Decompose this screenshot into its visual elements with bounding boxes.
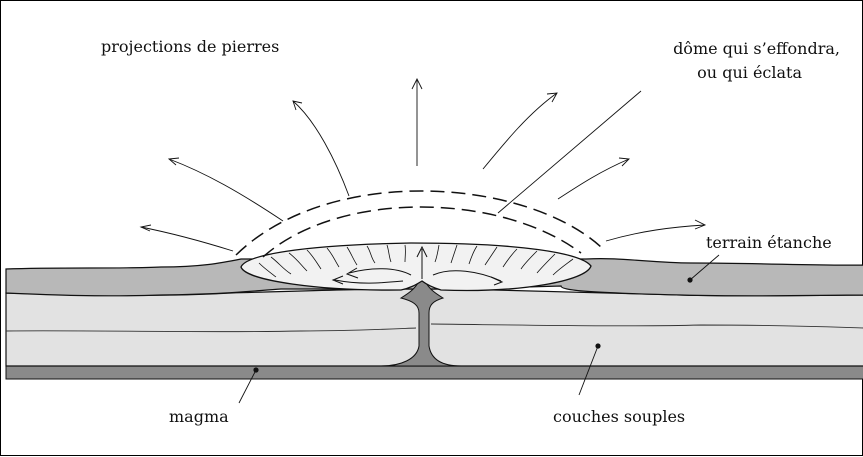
label-stone-projections: projections de pierres <box>101 37 279 57</box>
magma-chamber <box>241 243 591 290</box>
label-dome-line-2: ou qui éclata <box>697 63 802 83</box>
dome-leader-line <box>498 91 641 213</box>
label-soft-layers: couches souples <box>553 407 685 427</box>
magma-layer <box>6 366 863 379</box>
label-impermeable-ground: terrain étanche <box>706 233 832 253</box>
magma-leader-dot <box>253 367 258 372</box>
label-magma: magma <box>169 407 229 427</box>
projection-arrows <box>141 79 705 251</box>
impermeable-leader-dot <box>687 277 692 282</box>
soft-layers-leader-dot <box>595 343 600 348</box>
label-dome-line-1: dôme qui s’effondra, <box>673 39 840 59</box>
